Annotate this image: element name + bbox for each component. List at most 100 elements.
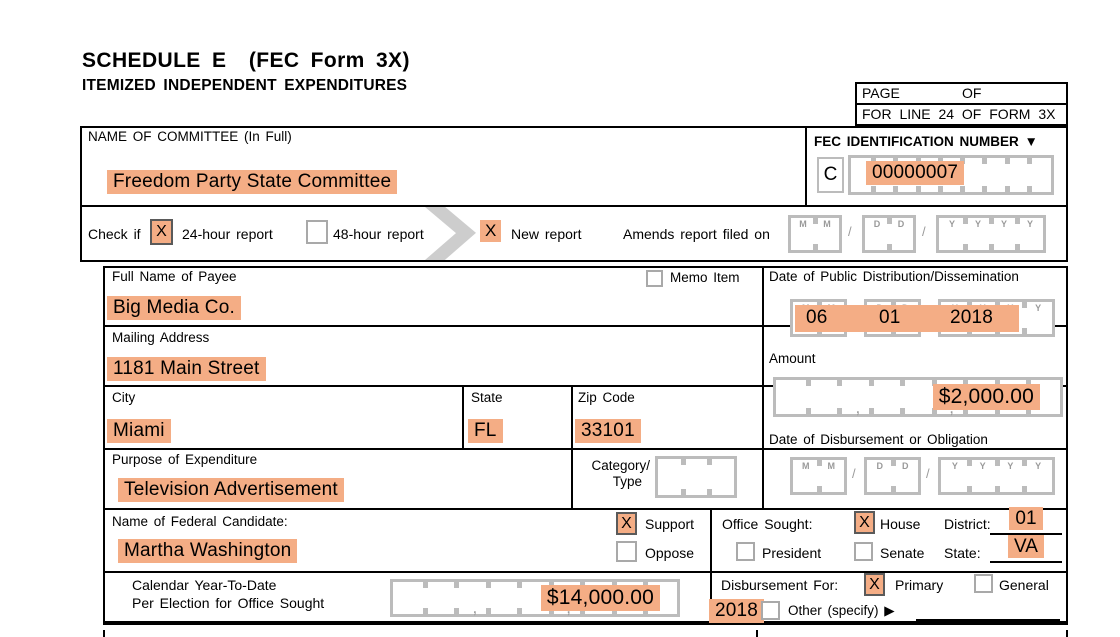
- comb-tick: [706, 459, 712, 465]
- candidate-field[interactable]: Martha Washington: [118, 539, 298, 563]
- comb-tick: [580, 608, 586, 614]
- checkbox-senate[interactable]: [854, 542, 873, 561]
- comb-tick: [963, 380, 969, 386]
- comb-tick: [1015, 244, 1020, 250]
- state-sought-field[interactable]: VA: [990, 535, 1062, 563]
- comb-tick: [931, 380, 937, 386]
- comb-tick: [485, 582, 491, 588]
- comb-tick: [816, 486, 822, 492]
- checkbox-48-hour[interactable]: [306, 220, 328, 244]
- comb-tick: [1022, 460, 1028, 466]
- comb-tick: [960, 186, 966, 192]
- purpose-field[interactable]: Television Advertisement: [118, 478, 344, 502]
- checkbox-other[interactable]: [761, 601, 780, 620]
- checkbox-house[interactable]: X: [854, 511, 875, 534]
- comb-comma: ,: [855, 398, 861, 417]
- fec-id-prefix-box[interactable]: C: [817, 157, 844, 193]
- general-label: General: [999, 577, 1049, 593]
- comb-tick: [994, 486, 1000, 492]
- comb-tick: [900, 380, 906, 386]
- comb-tick: [805, 380, 811, 386]
- divider: [762, 266, 764, 508]
- amount-label: Amount: [769, 351, 816, 366]
- category-label-line2: Type: [612, 474, 642, 489]
- district-field[interactable]: 01: [990, 507, 1062, 535]
- city-label: City: [112, 390, 136, 405]
- comb-tick: [963, 218, 968, 224]
- divider: [103, 571, 1068, 573]
- support-label: Support: [645, 516, 695, 532]
- dissemination-year-value[interactable]: 2018: [950, 307, 994, 328]
- date-slash: /: [848, 224, 852, 239]
- divider: [103, 448, 1068, 450]
- divider: [462, 385, 464, 448]
- memo-item-label: Memo Item: [670, 270, 740, 285]
- label-48-hour: 48-hour report: [333, 226, 424, 242]
- checkbox-support[interactable]: X: [616, 512, 637, 535]
- comb-tick: [813, 244, 818, 250]
- district-value[interactable]: 01: [1009, 507, 1043, 530]
- comb-tick: [890, 486, 896, 492]
- amount-value[interactable]: $2,000.00: [932, 384, 1040, 410]
- checkbox-24-hour[interactable]: X: [150, 219, 173, 245]
- label-new-report: New report: [511, 226, 582, 242]
- state-field[interactable]: FL: [468, 419, 503, 443]
- divider: [710, 508, 712, 625]
- dissemination-highlight: [795, 305, 1019, 332]
- comb-tick: [868, 408, 874, 414]
- fec-id-label: FEC IDENTIFICATION NUMBER ▼: [814, 134, 1038, 149]
- zip-field[interactable]: 33101: [575, 419, 641, 443]
- comb-tick: [816, 460, 822, 466]
- dissemination-month-value[interactable]: 06: [806, 307, 828, 328]
- comb-tick: [937, 186, 943, 192]
- comb-tick: [868, 380, 874, 386]
- other-specify-label: Other (specify) ▶: [788, 603, 895, 618]
- committee-name-label: NAME OF COMMITTEE (In Full): [88, 129, 292, 144]
- state-sought-value[interactable]: VA: [1008, 535, 1044, 558]
- label-24-hour: 24-hour report: [182, 226, 273, 242]
- zip-label: Zip Code: [578, 390, 635, 405]
- checkbox-general[interactable]: [974, 574, 993, 593]
- page-label: PAGE: [862, 85, 900, 101]
- payee-field[interactable]: Big Media Co.: [107, 296, 241, 320]
- comb-tick: [915, 186, 921, 192]
- state-sought-label: State:: [944, 545, 981, 561]
- purpose-label: Purpose of Expenditure: [112, 452, 258, 467]
- ytd-amount-value[interactable]: $14,000.00: [540, 585, 660, 611]
- fec-id-value[interactable]: 00000007: [866, 161, 965, 185]
- checkbox-oppose[interactable]: [616, 541, 637, 562]
- comb-tick: [517, 582, 523, 588]
- comb-tick: [1026, 186, 1032, 192]
- city-field[interactable]: Miami: [107, 419, 171, 443]
- category-type-comb[interactable]: [655, 456, 737, 498]
- comb-tick: [982, 186, 988, 192]
- checkbox-president[interactable]: [736, 542, 755, 561]
- payee-label: Full Name of Payee: [112, 269, 237, 284]
- comb-tick: [548, 608, 554, 614]
- checkbox-new-report[interactable]: X: [480, 220, 502, 242]
- comb-tick: [989, 244, 994, 250]
- comb-tick: [1026, 158, 1032, 164]
- mailing-address-field[interactable]: 1181 Main Street: [107, 357, 266, 381]
- dissemination-day-value[interactable]: 01: [879, 307, 901, 328]
- comb-tick: [931, 408, 937, 414]
- checkbox-memo-item[interactable]: [646, 270, 663, 287]
- committee-name-field[interactable]: Freedom Party State Committee: [107, 170, 398, 194]
- election-year-value[interactable]: 2018: [709, 599, 765, 623]
- comb-tick: [900, 408, 906, 414]
- district-label: District:: [944, 516, 991, 532]
- check-if-label: Check if: [88, 226, 141, 242]
- comb-tick: [805, 408, 811, 414]
- checkbox-primary[interactable]: X: [864, 573, 885, 596]
- date-slash: /: [922, 224, 926, 239]
- other-specify-line[interactable]: [916, 619, 1060, 621]
- comb-tick: [890, 460, 896, 466]
